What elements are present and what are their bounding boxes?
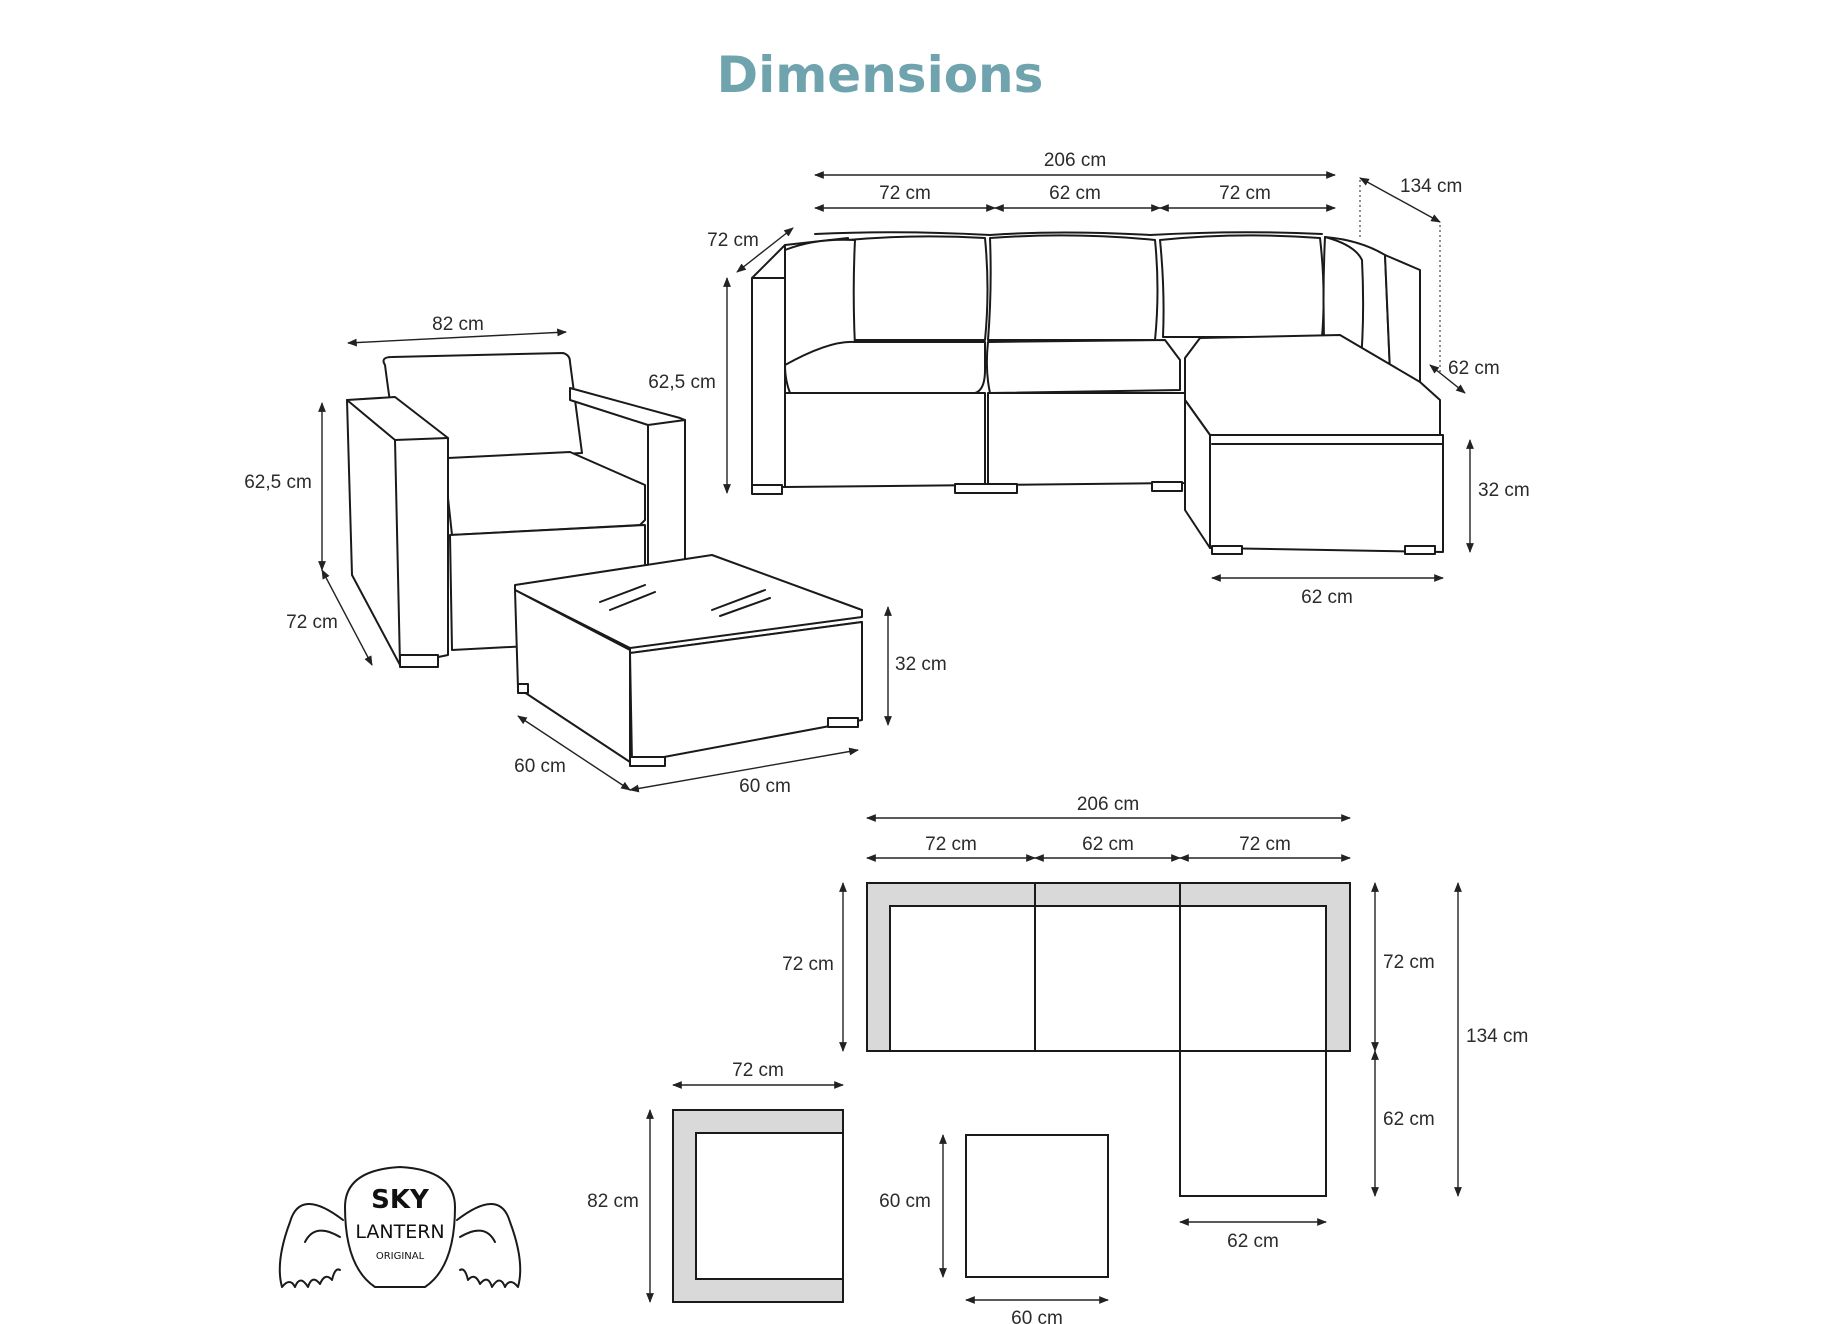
table-width-label: 60 cm <box>739 776 791 797</box>
plan-sofa-ottoman-width-label: 62 cm <box>1227 1231 1279 1252</box>
sofa-right-arm <box>1384 254 1421 383</box>
sofa-ottoman-depth-label: 62 cm <box>1448 358 1500 379</box>
sofa-total-width-label: 206 cm <box>1044 150 1106 171</box>
plan-table <box>965 1134 1109 1278</box>
back-cushion-middle <box>987 234 1159 341</box>
plan-armchair-width-label: 72 cm <box>732 1060 784 1081</box>
plan-sofa-seg-left-label: 72 cm <box>925 834 977 855</box>
sofa-total-depth-label: 134 cm <box>1400 176 1462 197</box>
table-dimensions: 32 cm 60 cm 60 cm <box>514 606 947 797</box>
sofa-seg-middle-label: 62 cm <box>1049 183 1101 204</box>
seat-cushion-left <box>784 340 986 394</box>
logo-lantern <box>344 1166 456 1288</box>
plan-sofa-total-depth-label: 134 cm <box>1466 1026 1528 1047</box>
logo-text-lantern: LANTERN <box>355 1221 444 1243</box>
logo-text-original: ORIGINAL <box>376 1251 425 1262</box>
sky-lantern-logo: SKY LANTERN ORIGINAL <box>278 1166 522 1288</box>
back-cushion-left <box>844 235 989 341</box>
plan-sofa-depth-left-label: 72 cm <box>782 954 834 975</box>
plan-table-depth-label: 60 cm <box>879 1191 931 1212</box>
table-perspective-drawing <box>514 554 863 767</box>
armchair-plan-view <box>672 1109 844 1303</box>
armchair-width-label: 82 cm <box>432 314 484 335</box>
table-base-front <box>629 621 863 764</box>
sofa-height-label: 62,5 cm <box>648 372 716 393</box>
plan-armchair-dimensions: 72 cm 82 cm <box>587 1060 844 1303</box>
sofa-base-middle <box>987 392 1186 486</box>
plan-sofa-seg-right-label: 72 cm <box>1239 834 1291 855</box>
table-depth-label: 60 cm <box>514 756 566 777</box>
sofa-ottoman-width-label: 62 cm <box>1301 587 1353 608</box>
logo-wing-right <box>456 1203 522 1288</box>
sofa-plan-view <box>866 882 1351 1197</box>
back-cushion-right <box>1159 234 1325 338</box>
plan-sofa-dimensions: 206 cm 72 cm 62 cm 72 cm 72 cm 72 cm 62 … <box>782 794 1528 1252</box>
page-title: Dimensions <box>717 46 1044 104</box>
seat-cushion-middle <box>985 339 1181 394</box>
sofa-ottoman-height-label: 32 cm <box>1478 480 1530 501</box>
plan-table-width-label: 60 cm <box>1011 1308 1063 1324</box>
logo-wing-left <box>278 1203 344 1288</box>
armchair-dimensions: 82 cm 62,5 cm 72 cm <box>244 314 567 666</box>
sofa-seg-right-label: 72 cm <box>1219 183 1271 204</box>
sofa-perspective-drawing <box>751 231 1444 555</box>
plan-sofa-depth-right-label: 72 cm <box>1383 952 1435 973</box>
ottoman-base <box>1209 434 1444 553</box>
sofa-base-left <box>784 392 986 488</box>
plan-sofa-ottoman-depth-label: 62 cm <box>1383 1109 1435 1130</box>
logo-text-sky: SKY <box>371 1185 430 1215</box>
table-height-label: 32 cm <box>895 654 947 675</box>
table-plan-view <box>965 1134 1109 1278</box>
plan-table-dimensions: 60 cm 60 cm <box>879 1134 1109 1324</box>
armchair-height-label: 62,5 cm <box>244 472 312 493</box>
armchair-depth-label: 72 cm <box>286 612 338 633</box>
sofa-dimensions: 206 cm 72 cm 62 cm 72 cm 134 cm 72 cm 62… <box>648 150 1530 608</box>
plan-armchair-depth-label: 82 cm <box>587 1191 639 1212</box>
sofa-depth-label: 72 cm <box>707 230 759 251</box>
armchair-seat-cushion <box>447 451 646 536</box>
plan-sofa-seg-middle-label: 62 cm <box>1082 834 1134 855</box>
plan-sofa-total-width-label: 206 cm <box>1077 794 1139 815</box>
sofa-seg-left-label: 72 cm <box>879 183 931 204</box>
plan-ottoman <box>1179 1050 1327 1197</box>
